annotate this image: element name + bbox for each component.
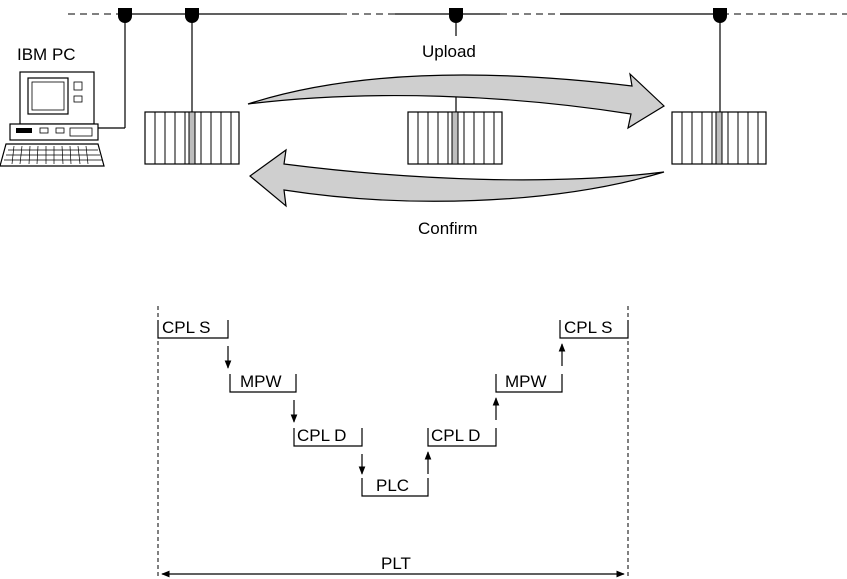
bus-tap [97,8,132,129]
step-label: MPW [505,372,547,391]
step-bracket [157,320,229,339]
bus-tap [185,8,199,112]
step-label: PLC [376,476,409,495]
step-label: CPL D [431,426,480,445]
plc-rack-icon [407,111,503,165]
plt-label: PLT [381,554,411,573]
step-bracket [229,374,297,393]
plc-rack-icon [671,111,767,165]
step-label: CPL S [564,318,613,337]
step-bracket [427,428,497,447]
plc-rack-icon [144,111,240,165]
step-bracket [293,428,363,447]
upload-label: Upload [422,42,476,61]
confirm-arrow [249,148,665,208]
step-bracket [495,374,563,393]
step-label: MPW [240,372,282,391]
ibm-pc-icon [0,71,105,167]
step-bracket [361,478,429,497]
step-label: CPL S [162,318,211,337]
upload-arrow [247,72,665,130]
step-label: CPL D [297,426,346,445]
step-bracket [559,320,629,339]
bus-tap [713,8,727,112]
pc-label: IBM PC [17,45,76,64]
confirm-label: Confirm [418,219,478,238]
